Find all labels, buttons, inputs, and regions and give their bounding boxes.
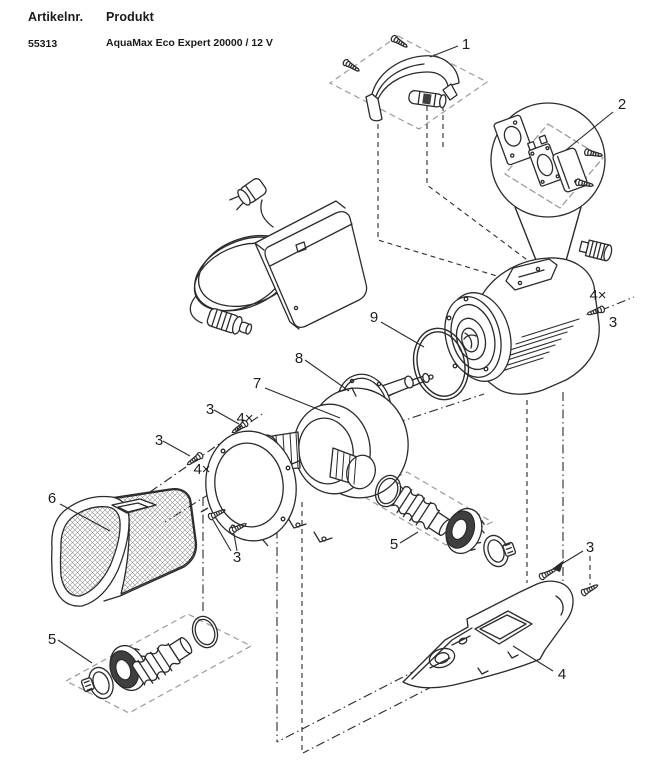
part-2-detail-callout	[490, 102, 606, 287]
label-part-8: 8	[295, 350, 303, 367]
part-4-base-shell	[402, 580, 574, 689]
cooling-fins	[485, 318, 580, 377]
plug-cable	[260, 199, 274, 228]
transformer-unit	[189, 178, 368, 335]
column-header-product: Produkt	[106, 10, 154, 24]
arrowhead	[552, 560, 564, 572]
o-ring	[187, 612, 223, 652]
frame-part-2	[504, 123, 604, 209]
hose-clamp	[479, 529, 520, 571]
outlet-fitting	[578, 239, 613, 262]
label-part-3-flange-b: 3	[155, 432, 163, 449]
label-part-3-housing: 3	[233, 549, 241, 566]
label-part-6: 6	[48, 490, 56, 507]
transformer-box	[254, 200, 368, 330]
part-1-handle	[341, 33, 460, 122]
label-part-7: 7	[253, 375, 261, 392]
frame-part-1	[328, 35, 489, 130]
label-part-1: 1	[462, 36, 470, 53]
gasket-plate	[493, 114, 535, 166]
housing-foot-tab	[313, 531, 333, 543]
label-qty-4x-flange-a: 4×	[236, 410, 253, 427]
label-qty-4x-flange-b: 4×	[193, 461, 210, 478]
label-part-5-right: 5	[390, 536, 398, 553]
housing-foot-tab	[287, 517, 307, 529]
article-number: 55313	[28, 38, 58, 50]
frame-hose-kit-left	[64, 613, 253, 714]
part-5-hose-kit-left	[77, 612, 223, 705]
union-nut	[439, 502, 492, 561]
part-labels: 1 2 9 8 7 4× 3 3 4× 3 4× 6 3 5 3 5 4	[48, 36, 626, 683]
label-part-3-base: 3	[586, 539, 594, 556]
leader-lines	[57, 45, 614, 672]
housing-top-tab	[337, 387, 357, 397]
handle-pin	[408, 90, 447, 109]
part-9-oring	[412, 327, 470, 401]
screw-icon	[341, 57, 362, 75]
motor-unit	[444, 239, 613, 395]
terminal-bracket	[527, 134, 562, 187]
column-header-article-number: Artikelnr.	[28, 10, 84, 24]
part-5-hose-kit-right	[370, 471, 520, 571]
label-part-2: 2	[618, 96, 626, 113]
power-plug	[229, 178, 267, 211]
label-qty-4x-motor: 4×	[589, 287, 606, 304]
label-part-3-motor: 3	[609, 314, 617, 331]
product-name: AquaMax Eco Expert 20000 / 12 V	[106, 37, 273, 49]
bottom-port	[329, 447, 376, 490]
label-part-4: 4	[558, 666, 566, 683]
cable-connector	[206, 308, 253, 335]
label-part-9: 9	[370, 309, 378, 326]
label-part-5-left: 5	[48, 631, 56, 648]
label-part-3-flange-a: 3	[206, 401, 214, 418]
part-6-filter-cage	[51, 487, 198, 607]
